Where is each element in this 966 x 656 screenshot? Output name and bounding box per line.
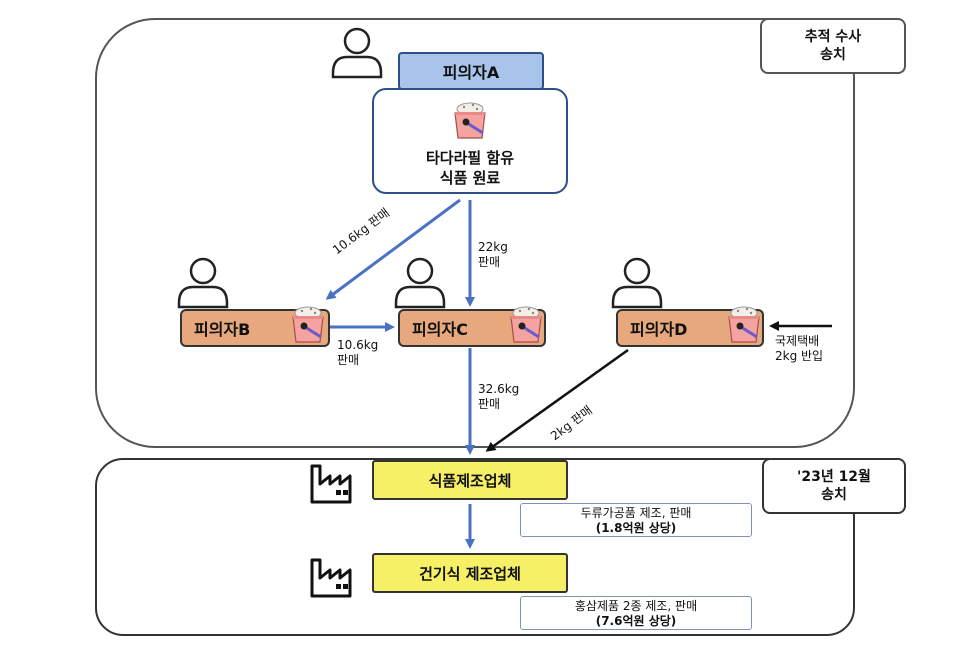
tracking-region — [95, 18, 855, 448]
suspect-c-label: 피의자C — [412, 320, 468, 339]
food-manufacturer-note: 두류가공품 제조, 판매 (1.8억원 상당) — [520, 503, 752, 537]
arrow-d-to-factory — [485, 348, 629, 452]
food-note-line1: 두류가공품 제조, 판매 — [580, 506, 692, 520]
health-note-line2: (7.6억원 상당) — [595, 614, 677, 628]
flow-label-c-to-factory: 32.6kg 판매 — [478, 382, 520, 411]
suspect-d-label: 피의자D — [630, 320, 688, 339]
food-manufacturer-box: 식품제조업체 — [372, 460, 568, 500]
suspect-a-label: 피의자A — [398, 52, 544, 90]
ingredient-bucket-icon-c — [509, 305, 543, 344]
food-manufacturer-label: 식품제조업체 — [428, 471, 512, 490]
suspect-b-label: 피의자B — [194, 320, 251, 339]
ingredient-bucket-icon-d — [727, 305, 761, 344]
health-note-line1: 홍삼제품 2종 제조, 판매 — [574, 599, 698, 613]
health-manufacturer-box: 건기식 제조업체 — [372, 553, 568, 593]
arrow-a-to-b — [325, 198, 461, 300]
food-note-line2: (1.8억원 상당) — [595, 521, 677, 535]
ingredient-bucket-icon-b — [291, 305, 325, 344]
health-manufacturer-note: 홍삼제품 2종 제조, 판매 (7.6억원 상당) — [520, 596, 752, 630]
flow-label-a-to-c: 22kg 판매 — [478, 240, 508, 269]
referral-region — [95, 458, 855, 636]
tracking-tag: 추적 수사 송치 — [760, 18, 906, 74]
flow-label-b-to-c: 10.6kg 판매 — [337, 338, 379, 367]
referral-tag: '23년 12월 송치 — [762, 458, 906, 514]
suspect-a-ingredient-text: 타다라필 함유 식품 원료 — [425, 149, 515, 187]
ingredient-bucket-icon-a — [453, 101, 487, 140]
flow-label-intl-to-d: 국제택배 2kg 반입 — [775, 334, 824, 363]
health-manufacturer-label: 건기식 제조업체 — [419, 564, 521, 583]
